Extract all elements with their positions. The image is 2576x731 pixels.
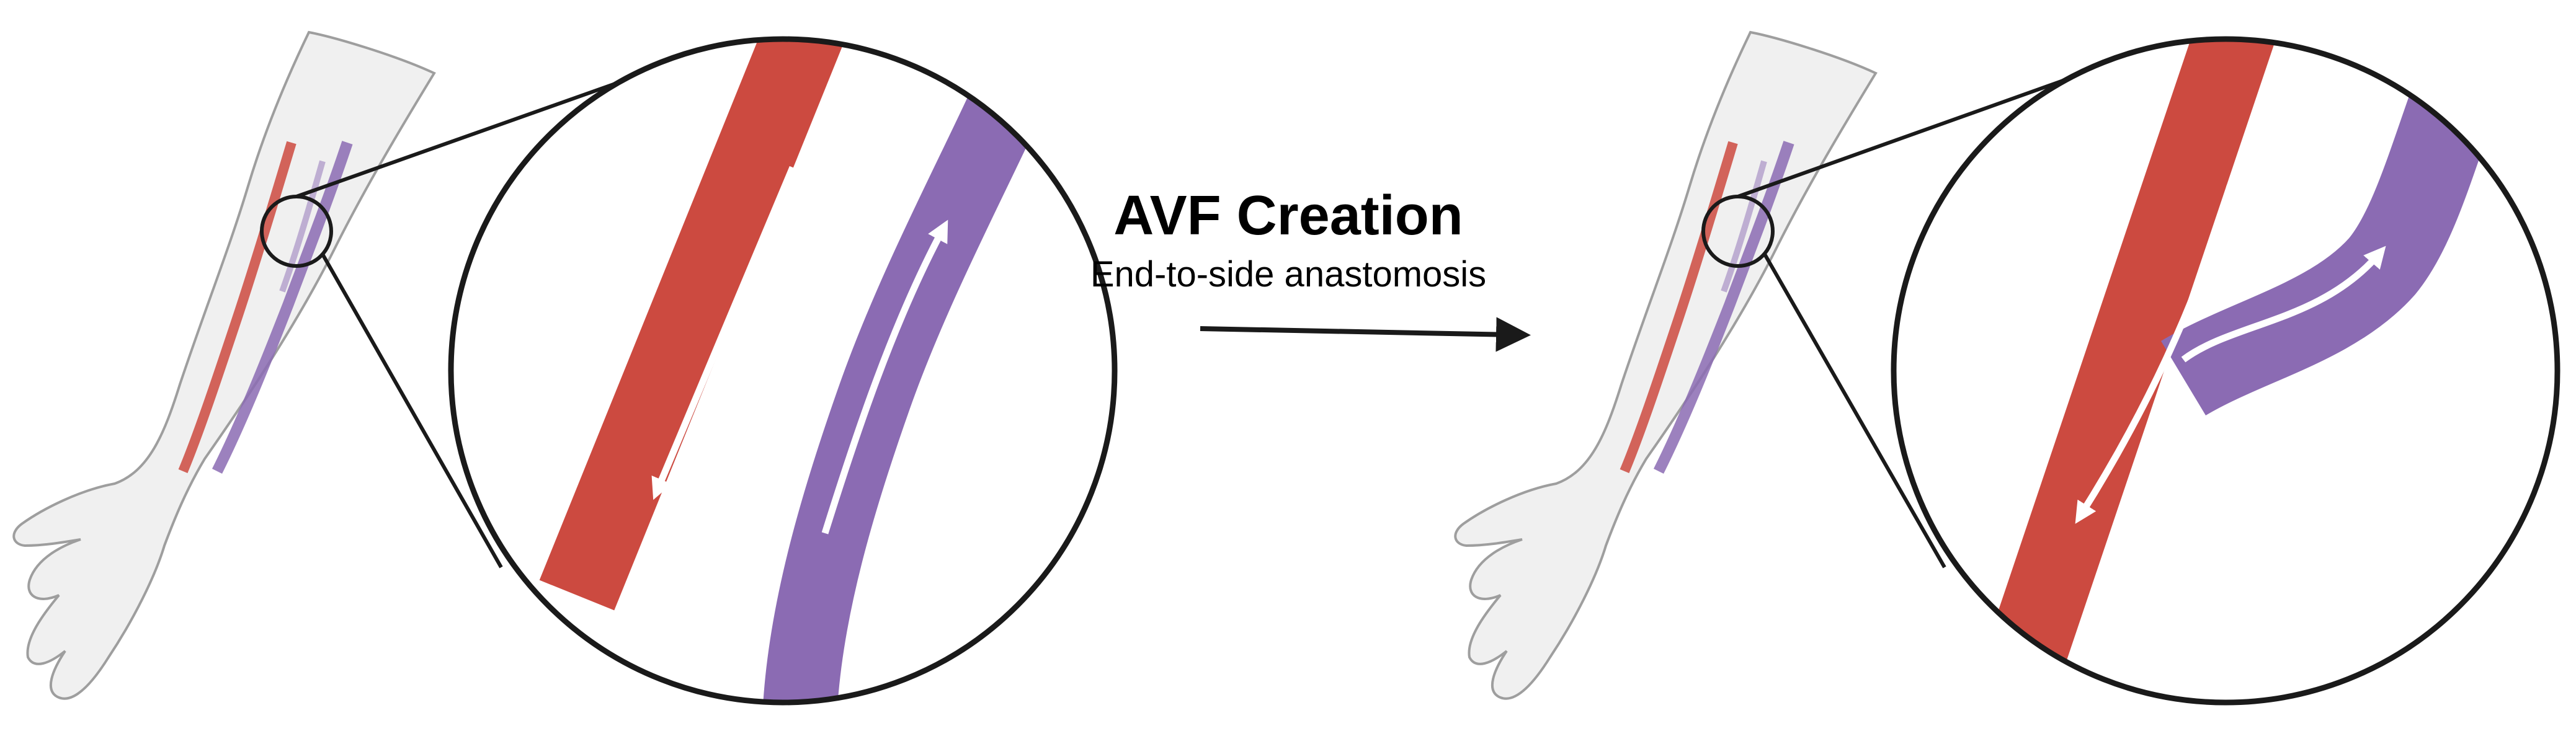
transition-arrow: [1200, 317, 1531, 352]
figure-title: AVF Creation: [1113, 185, 1463, 247]
artery-flow-arrow: [651, 166, 796, 500]
zoom-lines-after: [1737, 76, 2073, 569]
anastomosis-flow-arrow: [2181, 246, 2386, 363]
vein-flow-arrow: [821, 219, 948, 534]
arm-after: [1455, 32, 1876, 699]
artery-vessel: [539, 39, 850, 611]
zoom-lens-before: [448, 36, 1118, 706]
arm-before: [14, 32, 434, 699]
zoom-lens-after: [1891, 36, 2560, 706]
vein-vessel: [763, 89, 1039, 702]
artery-vessel: [1987, 39, 2281, 670]
zoom-marker-after: [1701, 195, 1775, 268]
figure-subtitle: End-to-side anastomosis: [1090, 254, 1486, 295]
zoom-marker-before: [260, 195, 333, 268]
artery-flow-arrow: [2075, 185, 2234, 524]
zoom-lines-before: [295, 76, 634, 569]
